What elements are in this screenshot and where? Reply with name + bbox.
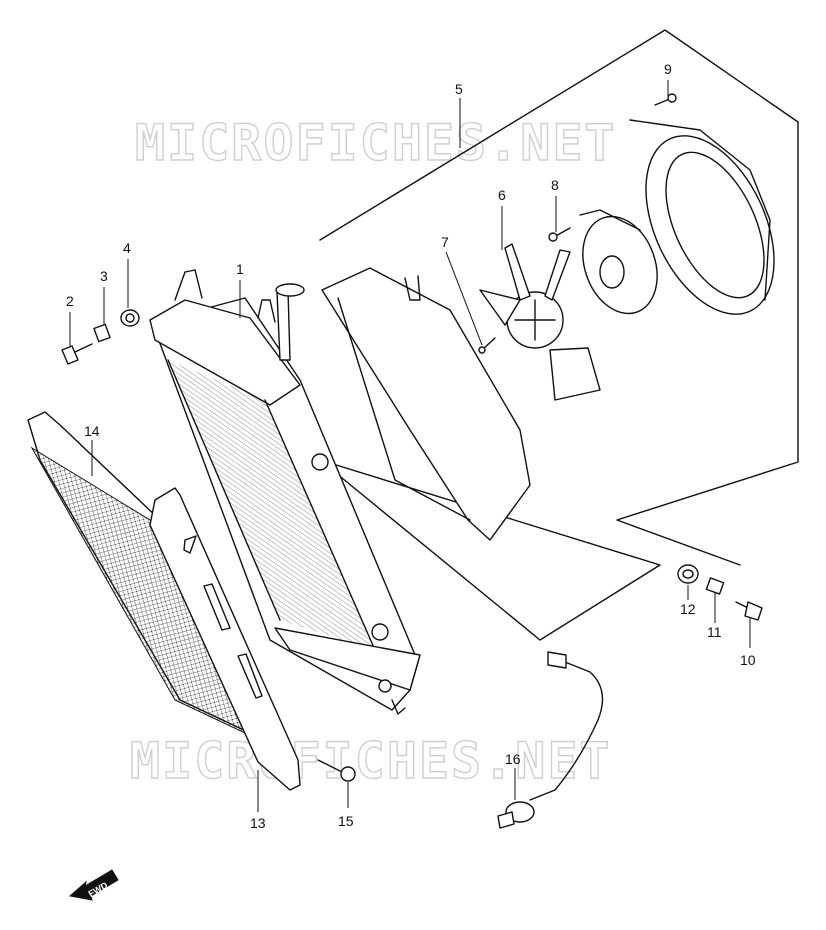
- fan-motor: [579, 209, 658, 315]
- fan-blade: [479, 243, 601, 401]
- fan-shroud: [321, 267, 531, 541]
- fwd-arrow-icon: FWD: [68, 869, 119, 901]
- screw-7: [478, 337, 496, 354]
- callout-3: 3: [100, 268, 108, 284]
- grommet-4: [120, 309, 140, 327]
- callout-7: 7: [441, 234, 449, 250]
- collar-3: [93, 323, 111, 343]
- callout-6: 6: [498, 187, 506, 203]
- thermo-switch: [497, 651, 604, 829]
- callout-9: 9: [664, 61, 672, 77]
- callout-8: 8: [551, 177, 559, 193]
- screw-8: [548, 227, 571, 242]
- bolt-2: [61, 343, 93, 365]
- callout-12: 12: [680, 601, 696, 617]
- callout-4: 4: [123, 240, 131, 256]
- bolt-10: [735, 601, 763, 621]
- collar-11: [705, 577, 725, 595]
- callout-5: 5: [455, 81, 463, 97]
- callout-16: 16: [505, 751, 521, 767]
- screw-15: [317, 759, 356, 782]
- callout-15: 15: [338, 813, 354, 829]
- watermark-top: MICROFICHES.NET: [135, 114, 617, 172]
- screw-9: [654, 93, 677, 106]
- callout-1: 1: [236, 261, 244, 277]
- callout-11: 11: [707, 624, 722, 640]
- callout-13: 13: [250, 815, 266, 831]
- watermark-bottom: MICROFICHES.NET: [130, 732, 612, 790]
- leader-lines: [69, 80, 751, 812]
- callout-10: 10: [740, 652, 756, 668]
- callout-14: 14: [84, 423, 100, 439]
- side-bracket: [149, 487, 301, 791]
- callout-2: 2: [66, 293, 74, 309]
- radiator: [149, 269, 421, 715]
- grommet-12: [677, 564, 699, 584]
- fan-cover: [629, 119, 775, 315]
